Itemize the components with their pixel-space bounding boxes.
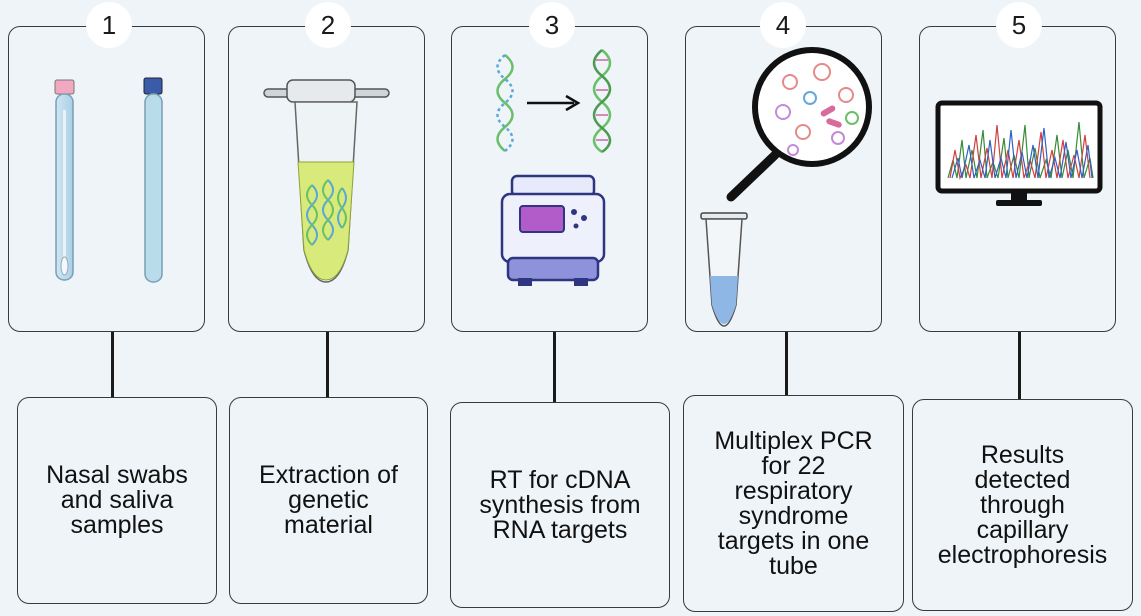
step-2-connector bbox=[326, 332, 329, 398]
step-1-image-card bbox=[8, 26, 205, 332]
step-5-label: Results detected through capillary elect… bbox=[937, 440, 1108, 569]
step-2-label: Extraction of genetic material bbox=[259, 461, 398, 539]
step-5-number: 5 bbox=[996, 2, 1042, 48]
step-4-connector bbox=[785, 332, 788, 396]
step-4-number: 4 bbox=[760, 2, 806, 48]
step-4-label: Multiplex PCR for 22 respiratory syndrom… bbox=[714, 426, 873, 580]
step-2-image-card bbox=[228, 26, 425, 332]
step-3-connector bbox=[553, 332, 556, 403]
step-3-number: 3 bbox=[529, 2, 575, 48]
step-1-number: 1 bbox=[86, 2, 132, 48]
step-5-image-card bbox=[919, 26, 1116, 332]
step-4-image-card bbox=[685, 26, 882, 332]
step-3-image-card bbox=[451, 26, 648, 332]
step-2-number: 2 bbox=[305, 2, 351, 48]
step-5-text-card: Results detected through capillary elect… bbox=[912, 399, 1133, 611]
step-3-label: RT for cDNA synthesis from RNA targets bbox=[479, 465, 641, 544]
step-4-text-card: Multiplex PCR for 22 respiratory syndrom… bbox=[683, 395, 904, 612]
step-1-connector bbox=[111, 332, 114, 398]
step-2-text-card: Extraction of genetic material bbox=[229, 397, 428, 604]
step-1-label: Nasal swabs and saliva samples bbox=[46, 461, 188, 539]
step-3-text-card: RT for cDNA synthesis from RNA targets bbox=[450, 402, 670, 608]
step-5-connector bbox=[1018, 332, 1021, 400]
step-1-text-card: Nasal swabs and saliva samples bbox=[17, 397, 217, 604]
